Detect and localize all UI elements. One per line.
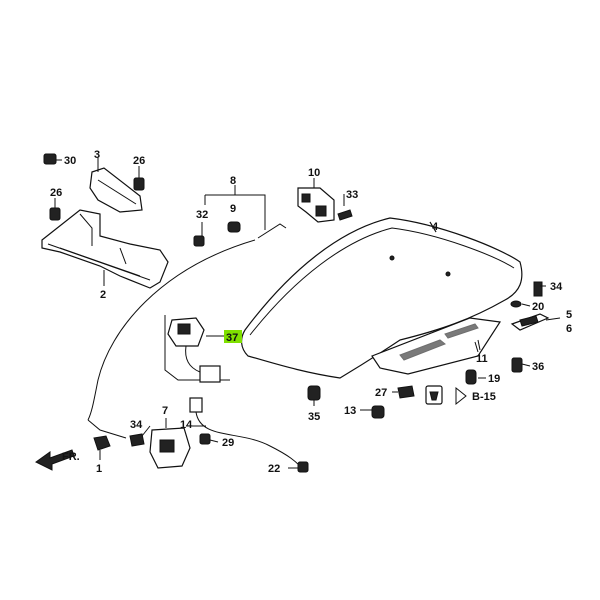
highlight-37 <box>224 330 242 343</box>
clip-32 <box>193 235 205 247</box>
label-4: 4 <box>432 221 439 233</box>
bumper-19 <box>465 369 477 385</box>
clip-b15 <box>425 385 467 406</box>
grommet-9 <box>227 221 241 233</box>
label-20: 20 <box>532 301 544 313</box>
label-9: 9 <box>230 203 236 215</box>
label-26b: 26 <box>50 187 62 199</box>
label-6: 6 <box>566 323 572 335</box>
label-35: 35 <box>308 411 320 423</box>
clip-26b <box>49 200 61 221</box>
front-arrow: FR. <box>35 449 80 471</box>
label-1: 1 <box>96 463 102 475</box>
label-22: 22 <box>268 463 280 475</box>
hood-switch-harness <box>186 397 301 467</box>
clip-35 <box>307 385 321 401</box>
bolt-34a <box>129 433 145 447</box>
label-7: 7 <box>162 405 168 417</box>
release-handle <box>93 435 111 460</box>
label-34b: 34 <box>550 281 563 293</box>
label-11: 11 <box>476 353 488 365</box>
label-5: 5 <box>566 309 572 321</box>
hood-hinge <box>297 178 335 223</box>
label-27: 27 <box>375 387 387 399</box>
label-36: 36 <box>532 361 544 373</box>
hood-latch <box>149 418 191 469</box>
release-cable <box>87 185 287 439</box>
leader-lines <box>54 158 561 469</box>
bolt-33 <box>337 209 353 221</box>
hood-insulator <box>371 317 502 375</box>
hood-panel <box>241 217 523 379</box>
clip-26a <box>133 170 145 191</box>
label-34a: 34 <box>130 419 143 431</box>
clip-13 <box>371 405 385 419</box>
clip-30 <box>43 153 62 165</box>
label-13: 13 <box>344 405 356 417</box>
hood-bracket <box>89 167 143 213</box>
label-2: 2 <box>100 289 106 301</box>
latch-assembly <box>164 315 230 383</box>
stay-holder-34 <box>533 281 543 297</box>
hood-seal <box>41 209 169 289</box>
bumper-36 <box>511 357 523 373</box>
stay-5-6 <box>510 313 550 331</box>
callout-labels: 30 3 26 26 2 8 10 33 32 9 4 34 20 5 6 11… <box>50 149 572 475</box>
front-label: FR. <box>62 451 80 463</box>
clip-29 <box>199 433 211 445</box>
clip-22 <box>297 461 309 473</box>
label-8: 8 <box>230 175 236 187</box>
label-26a: 26 <box>133 155 145 167</box>
label-29: 29 <box>222 437 234 449</box>
label-37: 37 <box>226 332 238 344</box>
label-32: 32 <box>196 209 208 221</box>
label-19: 19 <box>488 373 500 385</box>
label-b15: B-15 <box>472 391 496 403</box>
clip-27 <box>397 385 415 399</box>
label-3: 3 <box>94 149 100 161</box>
label-14: 14 <box>180 419 193 431</box>
label-30: 30 <box>64 155 76 167</box>
clip-20 <box>510 300 522 308</box>
label-33: 33 <box>346 189 358 201</box>
label-10: 10 <box>308 167 320 179</box>
